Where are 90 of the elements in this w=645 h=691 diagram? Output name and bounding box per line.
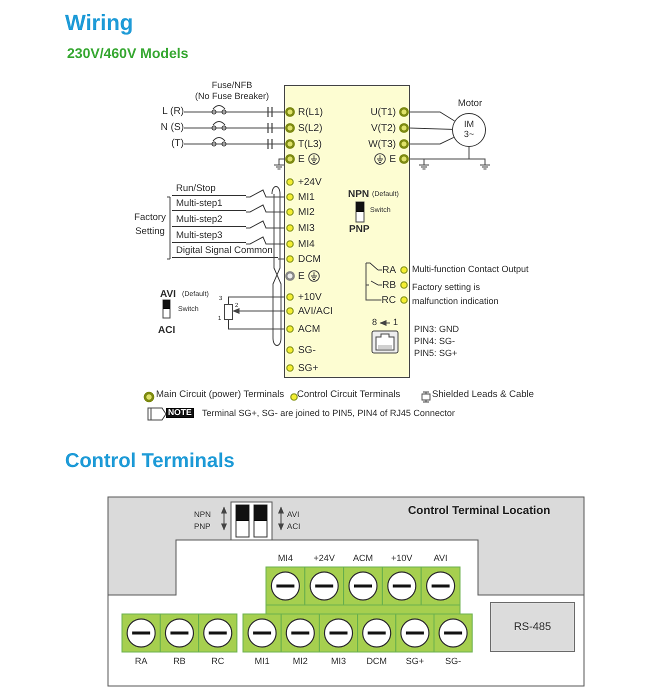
- terminal-label: ACM: [352, 553, 374, 564]
- terminal-label: +10V: [390, 553, 414, 564]
- note-text: Terminal SG+, SG- are joined to PIN5, PIN4 of RJ45 Connector: [202, 408, 455, 418]
- terminal-label: E: [298, 270, 305, 282]
- terminal-label: RC: [210, 656, 226, 666]
- terminal-label: W(T3): [368, 138, 396, 150]
- switch-label: Multi-step3: [172, 231, 246, 243]
- terminal-label: MI2: [292, 656, 309, 666]
- switch-label: Multi-step1: [172, 199, 246, 211]
- wire: [408, 112, 456, 122]
- motor-symbol: IM 3~: [452, 113, 486, 147]
- terminal-label: MI3: [330, 656, 347, 666]
- terminal-label: T(L3): [298, 138, 322, 150]
- terminal-label: MI4: [298, 238, 315, 250]
- terminal-label: MI1: [298, 192, 315, 202]
- annotation: Multi-function Contact Output: [412, 264, 529, 274]
- terminal-label: U(T1): [370, 106, 396, 118]
- terminal-label: R(L1): [298, 106, 324, 118]
- terminal-label: MI3: [298, 222, 315, 234]
- terminal-label: E: [298, 154, 305, 164]
- pin-number: 1: [393, 317, 398, 328]
- pin-number: 8: [372, 317, 378, 328]
- terminal-label: SG-: [298, 344, 316, 356]
- switch-position-label: PNP: [349, 224, 370, 236]
- note-badge: NOTE: [166, 408, 194, 418]
- switch-position-label: PNP: [194, 522, 210, 532]
- pin-label: PIN5: SG+: [414, 348, 458, 358]
- switch-position-label: ACI: [287, 522, 300, 532]
- switch-position-label: AVI: [160, 289, 176, 300]
- drive-box: [284, 85, 410, 378]
- legend-text: Main Circuit (power) Terminals: [156, 390, 284, 401]
- wire: [246, 236, 286, 244]
- annotation: Factory Setting: [133, 211, 167, 239]
- terminal-label: +24V: [298, 176, 322, 188]
- port-box: RS-485: [490, 602, 575, 652]
- terminal-label: +24V: [312, 553, 336, 564]
- line-label: L (R): [140, 106, 184, 118]
- line-label: (T): [140, 138, 184, 150]
- annotation: (No Fuse Breaker): [194, 90, 270, 103]
- wire: [246, 189, 286, 198]
- switch-position-label: NPN: [194, 510, 211, 520]
- switch-position-label: AVI: [287, 510, 300, 520]
- pin-label: PIN3: GND: [414, 324, 460, 334]
- potentiometer-symbol: [224, 304, 233, 320]
- wire: [228, 296, 286, 304]
- legend-text: Control Circuit Terminals: [297, 390, 400, 401]
- wire: [408, 128, 452, 130]
- panel-title: Control Terminal Location: [408, 505, 550, 518]
- switch-label: Run/Stop: [172, 184, 246, 196]
- terminal-label: V(T2): [371, 122, 396, 134]
- terminal-label: RB: [382, 280, 396, 290]
- terminal-label: RA: [382, 264, 396, 276]
- wire: [246, 220, 286, 228]
- wire: [408, 136, 454, 144]
- switch-position-label: NPN: [348, 189, 370, 200]
- wire: [246, 204, 286, 212]
- terminal-label: SG-: [444, 656, 462, 666]
- switch-label: Digital Signal Common: [172, 246, 278, 258]
- legend-text: Shielded Leads & Cable: [432, 390, 534, 401]
- subtitle: 230V/460V Models: [67, 45, 188, 62]
- terminal-label: SG+: [404, 656, 426, 666]
- terminal-label: RC: [382, 294, 396, 306]
- diagram-title: Wiring: [65, 10, 134, 36]
- wire: [228, 320, 286, 330]
- terminal-label: SG+: [298, 362, 318, 374]
- terminal-label: AVI: [432, 553, 448, 564]
- wire: [278, 258, 286, 260]
- switch-position-label: ACI: [158, 325, 176, 336]
- terminal-label: MI2: [298, 206, 315, 218]
- line-label: N (S): [140, 122, 184, 134]
- wire: [408, 146, 470, 160]
- terminal-label: MI1: [254, 656, 271, 666]
- terminal-label: E: [389, 154, 396, 164]
- section-heading: Control Terminals: [65, 450, 235, 473]
- terminal-label: AVI/ACI: [298, 306, 333, 316]
- terminal-label: S(L2): [298, 122, 322, 134]
- terminal-label: RA: [134, 656, 148, 666]
- pin-label: PIN4: SG-: [414, 336, 456, 346]
- annotation: Fuse/NFB: [210, 79, 254, 92]
- terminal-label: DCM: [365, 656, 388, 666]
- terminal-label: RB: [172, 656, 187, 666]
- motor-label: Motor: [456, 98, 484, 109]
- terminal-label: MI4: [276, 553, 294, 564]
- annotation: Factory setting is malfunction indication: [412, 281, 500, 308]
- wire: [378, 284, 383, 286]
- terminal-label: ACM: [298, 324, 320, 334]
- wire: [232, 308, 286, 314]
- switch-label: Multi-step2: [172, 215, 246, 227]
- terminal-label: +10V: [298, 292, 322, 302]
- terminal-label: DCM: [298, 254, 321, 264]
